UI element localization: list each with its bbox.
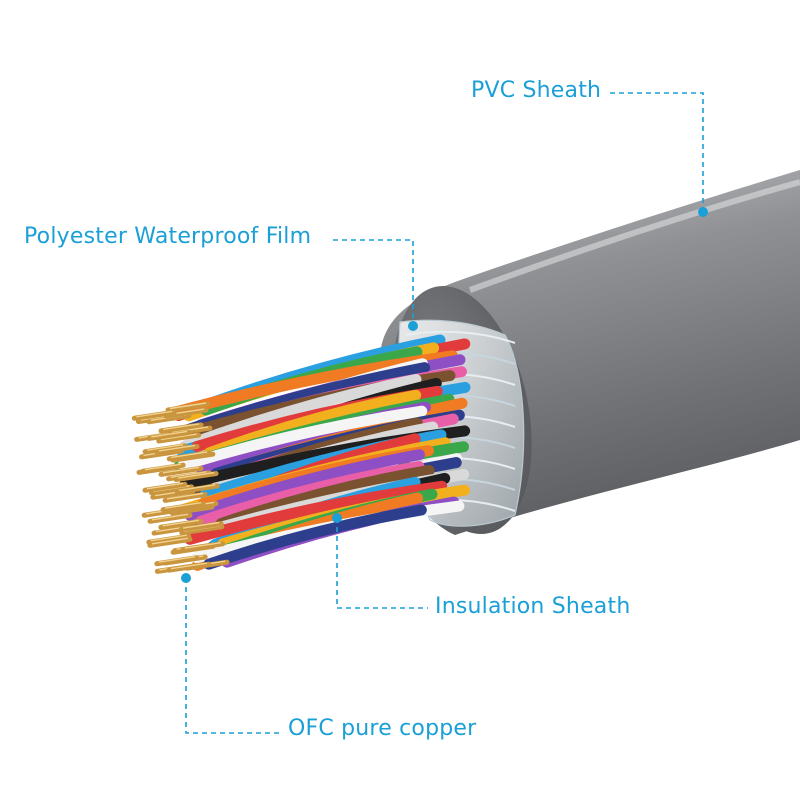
copper-conductor [158, 422, 204, 434]
copper-highlight [162, 423, 200, 431]
copper-conductor [179, 524, 225, 536]
insulated-wire [179, 374, 422, 452]
label-pvc-sheath: PVC Sheath [471, 78, 602, 103]
copper-highlight [151, 513, 189, 521]
copper-highlight [169, 402, 207, 410]
copper-conductor [146, 533, 192, 545]
copper-conductor [180, 541, 226, 553]
copper-conductor [147, 536, 193, 548]
copper-highlight [145, 463, 182, 471]
dot-insulation [332, 513, 342, 523]
insulated-wire [203, 504, 427, 570]
copper-highlight [146, 444, 184, 451]
copper-conductor [140, 462, 186, 474]
copper-conductor [178, 521, 224, 533]
copper-conductor [173, 471, 219, 483]
copper-highlight [160, 433, 197, 441]
copper-conductor [166, 450, 212, 462]
label-ofc-copper: OFC pure copper [288, 716, 477, 741]
insulated-wire [195, 461, 425, 527]
copper-highlight [183, 521, 220, 529]
copper-conductor [162, 491, 208, 503]
copper-highlight [170, 562, 208, 570]
copper-conductor [154, 555, 200, 567]
copper-conductor [158, 518, 204, 530]
copper-highlight [158, 444, 196, 452]
copper-conductor [165, 401, 211, 413]
insulated-wire [203, 389, 422, 459]
copper-highlight [164, 502, 202, 509]
dot-copper [181, 573, 191, 583]
copper-highlight [167, 492, 204, 500]
copper-highlight [151, 430, 188, 438]
leader-pvc [610, 92, 704, 212]
copper-conductor [131, 409, 177, 421]
copper-conductor [160, 501, 206, 513]
dot-pvc [698, 207, 708, 217]
copper-highlight [162, 466, 200, 474]
copper-highlight [158, 556, 195, 563]
dot-film [408, 321, 418, 331]
copper-conductor [154, 443, 200, 455]
copper-tips [131, 401, 230, 574]
copper-highlight [184, 542, 221, 549]
wire-bundle [168, 334, 471, 571]
copper-conductor [147, 512, 193, 524]
copper-highlight [151, 537, 189, 545]
copper-highlight [178, 471, 215, 479]
copper-conductor [174, 483, 220, 495]
callout-leaders [181, 92, 708, 734]
copper-highlight [136, 410, 173, 418]
copper-highlight [179, 484, 216, 492]
insulated-wire [184, 480, 448, 545]
copper-conductor [146, 429, 192, 441]
label-insulation-sheath: Insulation Sheath [435, 594, 631, 619]
copper-highlight [146, 482, 184, 490]
copper-highlight [150, 534, 187, 542]
copper-highlight [171, 451, 208, 459]
copper-conductor [156, 432, 202, 444]
film-wrap-line [404, 330, 516, 344]
copper-highlight [170, 471, 207, 479]
leader-insulation [336, 518, 428, 609]
copper-conductor [158, 465, 204, 477]
copper-conductor [149, 484, 195, 496]
insulated-wire [184, 449, 425, 521]
sheath-highlight [468, 179, 800, 293]
leader-film [333, 239, 414, 326]
copper-conductor [166, 561, 212, 573]
leader-copper [185, 578, 280, 734]
copper-highlight [162, 519, 199, 527]
label-waterproof-film: Polyester Waterproof Film [24, 224, 312, 249]
copper-conductor [146, 413, 192, 425]
copper-conductor [142, 481, 188, 493]
